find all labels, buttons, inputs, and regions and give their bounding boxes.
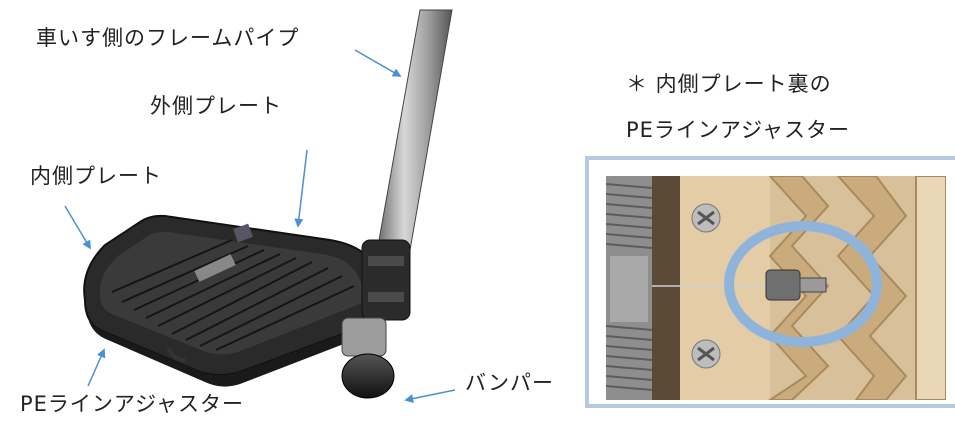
adjuster-bolt: [765, 269, 827, 301]
label-inner-plate: 内側プレート: [30, 164, 162, 188]
note-line-1: ＊ 内側プレート裏の: [626, 72, 832, 96]
label-frame-pipe: 車いす側のフレームパイプ: [36, 26, 300, 50]
arrow-frame-pipe: [354, 49, 402, 77]
note-line-2: PEラインアジャスター: [626, 118, 851, 142]
adjuster-photo-frame: [585, 156, 955, 408]
arrow-inner-plate: [64, 205, 91, 250]
arrow-outer-plate: [294, 149, 308, 228]
label-bumper: バンパー: [465, 371, 555, 395]
screw-head-bottom: [691, 339, 721, 369]
footrest-plate: [83, 214, 411, 399]
screw-head-top: [691, 203, 721, 233]
footrest-illustration: [64, 9, 456, 403]
adjuster-photo: [606, 176, 946, 400]
label-outer-plate: 外側プレート: [150, 94, 282, 118]
label-pe-adjuster: PEラインアジャスター: [20, 392, 245, 416]
arrow-bumper: [404, 389, 456, 403]
threaded-rod: [606, 176, 653, 400]
highlight-ring: [724, 221, 882, 347]
arrow-pe-adjuster: [87, 348, 106, 387]
frame-pipe: [377, 9, 453, 251]
arrows: [64, 49, 456, 403]
